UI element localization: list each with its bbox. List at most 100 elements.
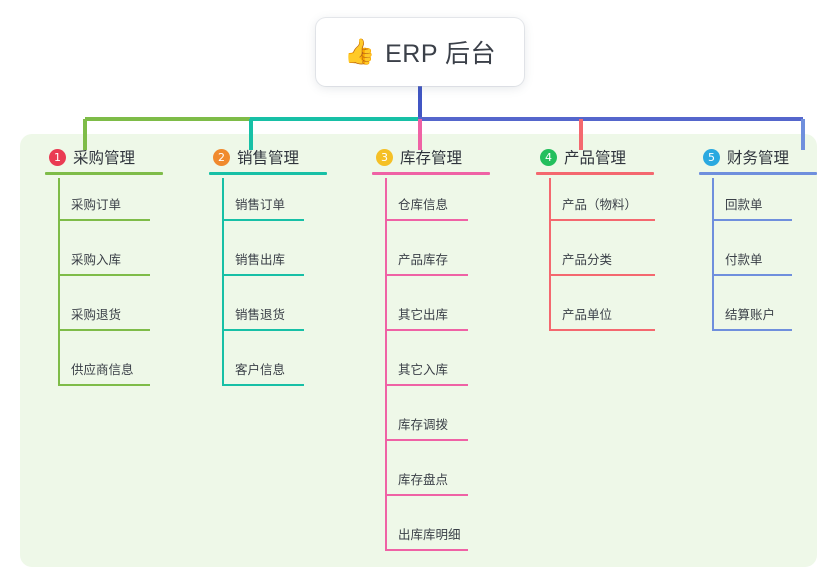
leaf-label: 库存调拨 (398, 418, 449, 432)
branch-spine-5 (712, 178, 714, 331)
branch-spine-1 (58, 178, 60, 386)
leaf-label: 销售退货 (235, 308, 286, 322)
leaf-node[interactable]: 库存调拨 (360, 398, 468, 453)
branch-underline-2 (209, 172, 327, 175)
leaf-node[interactable]: 付款单 (687, 233, 792, 288)
branch-items-4: 产品（物料） 产品分类产品单位 (524, 178, 655, 343)
branch-badge-4: 4 (540, 148, 557, 166)
leaf-label: 销售出库 (235, 253, 286, 267)
branch-header-5[interactable]: 5 财务管理 (687, 144, 817, 175)
leaf-node[interactable]: 产品（物料） (524, 178, 655, 233)
branch-items-1: 采购订单采购入库采购退货供应商信息 (33, 178, 150, 398)
leaf-node[interactable]: 库存盘点 (360, 453, 468, 508)
leaf-underline (712, 219, 792, 221)
branch-badge-2: 2 (213, 148, 230, 166)
leaf-node[interactable]: 出库库明细 (360, 508, 468, 563)
branch-title-2: 销售管理 (237, 150, 300, 167)
branch-title-1: 采购管理 (73, 150, 136, 167)
leaf-label: 库存盘点 (398, 473, 449, 487)
leaf-label: 销售订单 (235, 198, 286, 212)
leaf-node[interactable]: 产品库存 (360, 233, 468, 288)
leaf-node[interactable]: 结算账户 (687, 288, 792, 343)
leaf-underline (385, 439, 468, 441)
leaf-label: 付款单 (725, 253, 763, 267)
leaf-node[interactable]: 其它出库 (360, 288, 468, 343)
branch-spine-2 (222, 178, 224, 386)
leaf-node[interactable]: 采购入库 (33, 233, 150, 288)
leaf-label: 仓库信息 (398, 198, 449, 212)
leaf-label: 产品库存 (398, 253, 449, 267)
branch-column-2: 2 销售管理销售订单销售出库销售退货客户信息 (197, 144, 327, 398)
branch-underline-4 (536, 172, 654, 175)
leaf-node[interactable]: 采购退货 (33, 288, 150, 343)
leaf-node[interactable]: 销售退货 (197, 288, 304, 343)
leaf-node[interactable]: 产品分类 (524, 233, 655, 288)
leaf-underline (222, 329, 304, 331)
branch-badge-5: 5 (703, 148, 720, 166)
branch-title-5: 财务管理 (727, 150, 790, 167)
leaf-underline (385, 549, 468, 551)
leaf-label: 结算账户 (725, 308, 776, 322)
branch-header-4[interactable]: 4 产品管理 (524, 144, 654, 175)
leaf-label: 产品（物料） (562, 198, 638, 212)
leaf-label: 其它出库 (398, 308, 449, 322)
leaf-node[interactable]: 其它入库 (360, 343, 468, 398)
leaf-underline (385, 329, 468, 331)
branch-items-5: 回款单付款单结算账户 (687, 178, 792, 343)
branch-column-1: 1 采购管理采购订单采购入库采购退货供应商信息 (33, 144, 163, 398)
branch-column-5: 5 财务管理回款单付款单结算账户 (687, 144, 817, 343)
leaf-label: 客户信息 (235, 363, 286, 377)
branch-badge-3: 3 (376, 148, 393, 166)
leaf-node[interactable]: 销售订单 (197, 178, 304, 233)
branch-underline-3 (372, 172, 490, 175)
branch-column-4: 4 产品管理产品（物料） 产品分类产品单位 (524, 144, 655, 343)
branch-items-2: 销售订单销售出库销售退货客户信息 (197, 178, 304, 398)
leaf-label: 采购退货 (71, 308, 122, 322)
branch-column-3: 3 库存管理仓库信息产品库存其它出库其它入库库存调拨库存盘点出库库明细 (360, 144, 490, 563)
branch-header-2[interactable]: 2 销售管理 (197, 144, 327, 175)
leaf-underline (385, 384, 468, 386)
leaf-label: 采购订单 (71, 198, 122, 212)
leaf-label: 回款单 (725, 198, 763, 212)
branch-title-4: 产品管理 (564, 150, 627, 167)
leaf-underline (549, 274, 655, 276)
leaf-label: 产品分类 (562, 253, 613, 267)
leaf-underline (222, 219, 304, 221)
leaf-underline (222, 384, 304, 386)
root-title: ERP 后台 (385, 40, 497, 68)
leaf-node[interactable]: 回款单 (687, 178, 792, 233)
root-node[interactable]: 👍 ERP 后台 (316, 18, 524, 86)
leaf-underline (712, 329, 792, 331)
leaf-label: 出库库明细 (398, 528, 461, 542)
branch-spine-3 (385, 178, 387, 551)
branch-underline-5 (699, 172, 817, 175)
leaf-label: 采购入库 (71, 253, 122, 267)
branch-header-1[interactable]: 1 采购管理 (33, 144, 163, 175)
branch-spine-4 (549, 178, 551, 331)
branch-underline-1 (45, 172, 163, 175)
leaf-underline (385, 494, 468, 496)
leaf-underline (58, 219, 150, 221)
leaf-underline (549, 329, 655, 331)
leaf-node[interactable]: 销售出库 (197, 233, 304, 288)
branch-title-3: 库存管理 (400, 150, 463, 167)
leaf-node[interactable]: 供应商信息 (33, 343, 150, 398)
branch-items-3: 仓库信息产品库存其它出库其它入库库存调拨库存盘点出库库明细 (360, 178, 468, 563)
leaf-underline (385, 274, 468, 276)
leaf-underline (58, 329, 150, 331)
leaf-node[interactable]: 仓库信息 (360, 178, 468, 233)
leaf-node[interactable]: 产品单位 (524, 288, 655, 343)
leaf-underline (58, 274, 150, 276)
leaf-label: 其它入库 (398, 363, 449, 377)
branch-header-3[interactable]: 3 库存管理 (360, 144, 490, 175)
leaf-underline (222, 274, 304, 276)
leaf-underline (385, 219, 468, 221)
thumbs-up-icon: 👍 (343, 37, 376, 66)
leaf-label: 产品单位 (562, 308, 613, 322)
leaf-node[interactable]: 客户信息 (197, 343, 304, 398)
branch-badge-1: 1 (49, 148, 66, 166)
leaf-label: 供应商信息 (71, 363, 134, 377)
leaf-underline (549, 219, 655, 221)
leaf-node[interactable]: 采购订单 (33, 178, 150, 233)
